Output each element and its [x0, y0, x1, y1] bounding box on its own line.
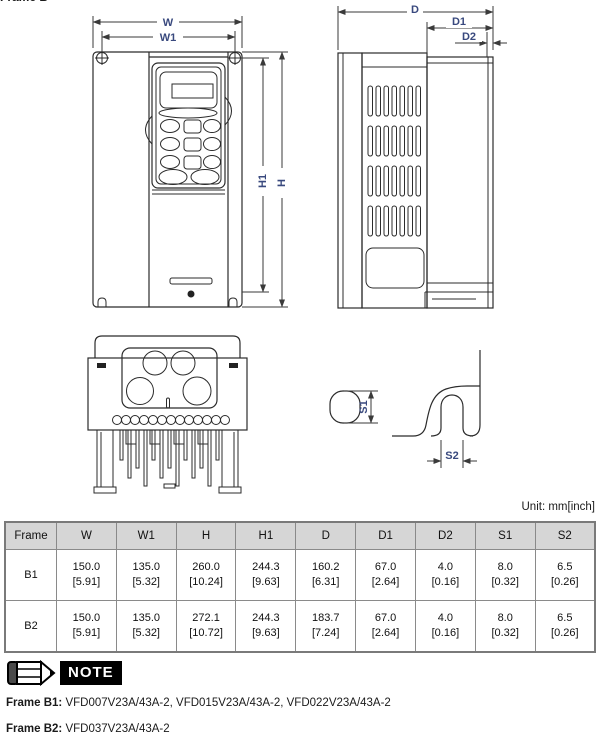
column-header: Frame	[4, 521, 57, 550]
note-section: NOTE	[6, 656, 122, 690]
dim-label-h: H	[276, 179, 288, 187]
table-cell: 150.0[5.91]	[56, 549, 117, 601]
table-cell: 8.0[0.32]	[474, 600, 536, 653]
column-header: D1	[355, 521, 416, 550]
table-cell: 135.0[5.32]	[115, 549, 177, 601]
vent-slots	[367, 85, 421, 237]
frame-b2-models: Frame B2: VFD037V23A/43A-2	[6, 723, 170, 735]
table-cell: 183.7[7.24]	[295, 600, 357, 653]
frame-cell: B2	[4, 600, 57, 653]
table-cell: 6.5[0.26]	[534, 600, 596, 653]
terminal-pins	[119, 429, 220, 489]
terminal-holes-row	[112, 415, 230, 425]
dim-label-d: D	[411, 4, 419, 16]
dim-label-s2: S2	[445, 450, 458, 462]
dim-label-h1: H1	[257, 174, 269, 188]
table-cell: 150.0[5.91]	[56, 600, 117, 653]
unit-label: Unit: mm[inch]	[521, 501, 596, 513]
s2-slot-detail: S2	[392, 350, 481, 468]
note-badge: NOTE	[60, 661, 122, 685]
column-header: W	[56, 521, 117, 550]
column-header: H1	[235, 521, 297, 550]
table-cell: 272.1[10.72]	[175, 600, 237, 653]
dim-label-w1: W1	[160, 32, 177, 44]
side-view-drawing: D D1 D2	[337, 2, 507, 309]
front-view-drawing: W W1 H1 H	[92, 15, 289, 308]
note-pencil-icon	[7, 659, 56, 687]
dim-label-d2: D2	[462, 31, 476, 43]
column-header: H	[175, 521, 237, 550]
table-cell: 135.0[5.32]	[115, 600, 177, 653]
table-cell: 160.2[6.31]	[295, 549, 357, 601]
column-header: D	[295, 521, 357, 550]
table-cell: 4.0[0.16]	[414, 600, 476, 653]
table-cell: 67.0[2.64]	[355, 549, 416, 601]
column-header: W1	[115, 521, 177, 550]
dim-label-d1: D1	[452, 16, 466, 28]
column-header: S1	[474, 521, 536, 550]
column-header: S2	[534, 521, 596, 550]
table-cell: 4.0[0.16]	[414, 549, 476, 601]
dimension-drawings: W W1 H1 H D D1 D2	[87, 2, 507, 494]
dim-label-s1: S1	[358, 400, 370, 413]
table-cell: 6.5[0.26]	[534, 549, 596, 601]
frame-section-label: Frame B	[0, 0, 120, 5]
table-cell: 244.3[9.63]	[235, 549, 297, 601]
frame-cell: B1	[4, 549, 57, 601]
table-cell: 8.0[0.32]	[474, 549, 536, 601]
bottom-view-drawing	[87, 335, 248, 494]
s1-hole-detail: S1	[329, 390, 378, 424]
table-cell: 67.0[2.64]	[355, 600, 416, 653]
dim-label-w: W	[163, 17, 174, 29]
table-cell: 260.0[10.24]	[175, 549, 237, 601]
table-cell: 244.3[9.63]	[235, 600, 297, 653]
column-header: D2	[414, 521, 476, 550]
frame-b1-models: Frame B1: VFD007V23A/43A-2, VFD015V23A/4…	[6, 697, 391, 709]
